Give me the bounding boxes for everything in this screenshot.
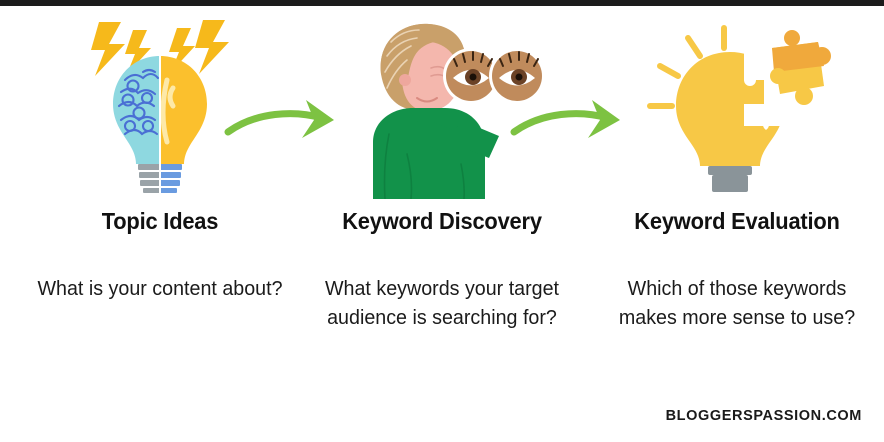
step-heading: Keyword Evaluation: [634, 208, 840, 234]
step-body-text: What keywords your target audience is se…: [324, 277, 560, 329]
top-accent-bar: [0, 0, 884, 6]
infographic-stage: Topic Ideas What is your content about?: [0, 6, 884, 442]
step-body-text: What is your content about?: [37, 277, 283, 300]
step-keyword-discovery: Keyword Discovery What keywords your tar…: [302, 6, 582, 442]
step-heading: Keyword Discovery: [342, 208, 542, 234]
woman-with-binoculars-icon: [302, 14, 582, 199]
brand-watermark: BLOGGERSPASSION.COM: [665, 408, 862, 424]
arrow-step1-to-step2: [222, 94, 342, 156]
step-heading: Topic Ideas: [101, 208, 219, 234]
lightbulb-puzzle-icon: [597, 14, 877, 199]
step-topic-ideas: Topic Ideas What is your content about?: [20, 6, 300, 442]
brain-lightbulb-icon: [20, 14, 300, 199]
step-keyword-evaluation: Keyword Evaluation Which of those keywor…: [597, 6, 877, 442]
arrow-step2-to-step3: [508, 94, 628, 156]
step-body-text: Which of those keywords makes more sense…: [618, 277, 856, 329]
